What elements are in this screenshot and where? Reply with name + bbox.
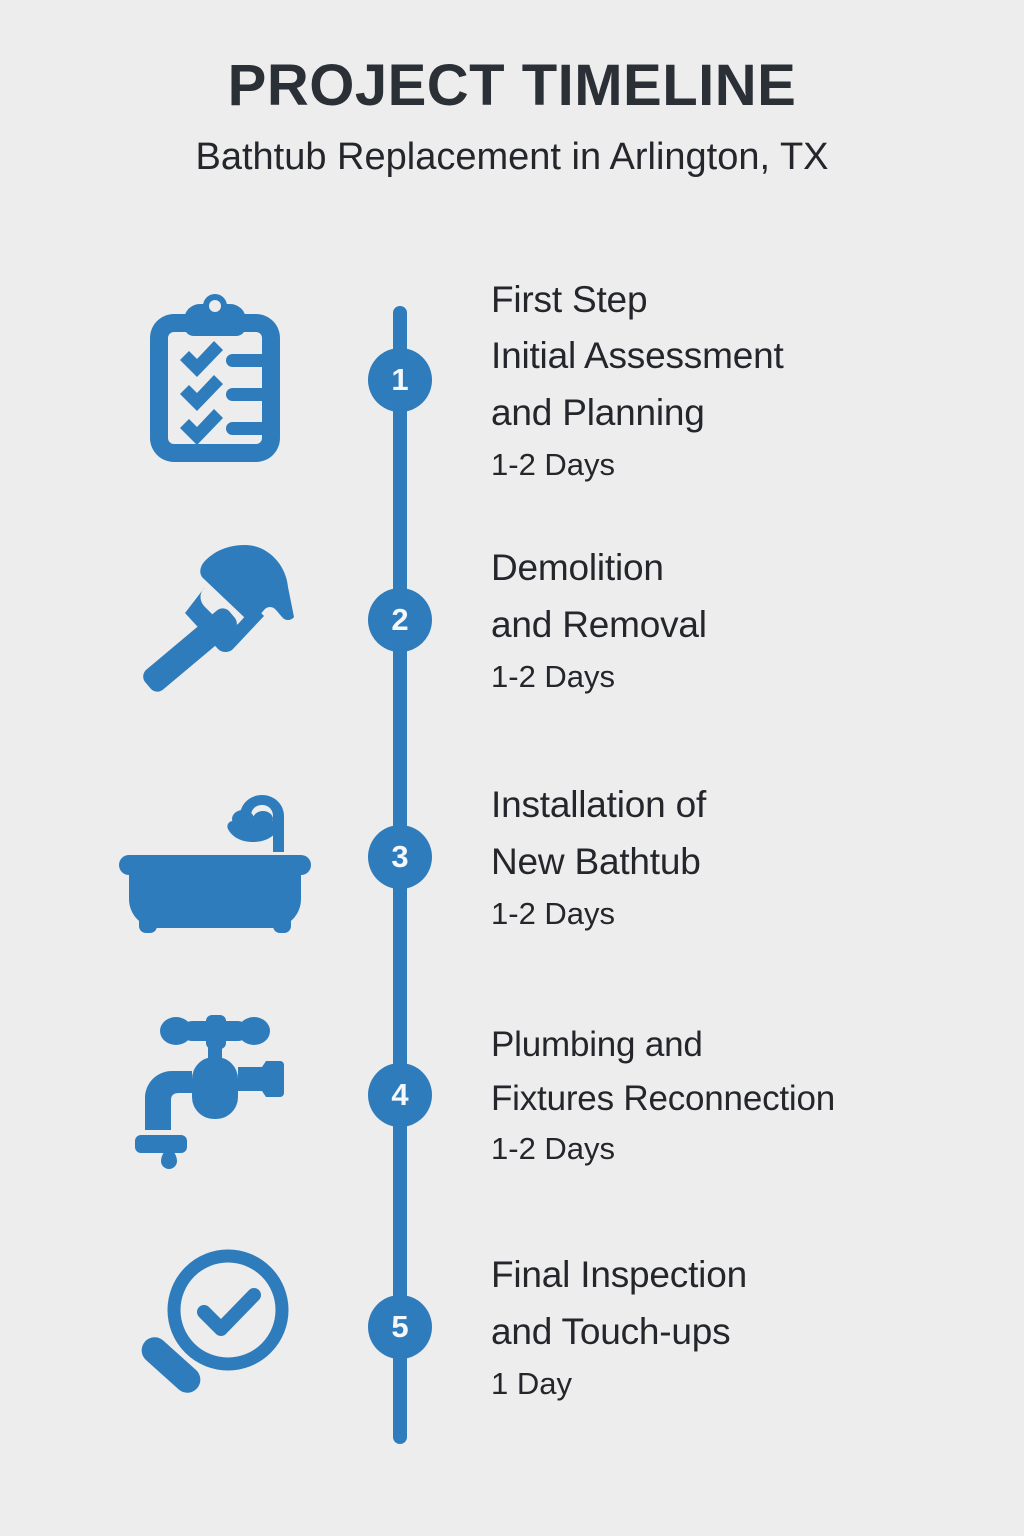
step-text: Demolition and Removal 1-2 Days	[491, 515, 991, 725]
step-title: First Step Initial Assessment and Planni…	[491, 279, 784, 433]
hammer-icon	[100, 515, 330, 725]
step-title: Final Inspection and Touch-ups	[491, 1254, 747, 1352]
clipboard-checklist-icon	[100, 275, 330, 485]
step-duration: 1 Day	[491, 1365, 572, 1401]
step-text: First Step Initial Assessment and Planni…	[491, 275, 991, 485]
step-duration: 1-2 Days	[491, 895, 616, 931]
step-duration: 1-2 Days	[491, 446, 616, 482]
step-number: 5	[391, 1309, 409, 1344]
page-title: PROJECT TIMELINE	[227, 53, 797, 118]
step-marker: 2	[368, 588, 432, 652]
header: PROJECT TIMELINE Bathtub Replacement in …	[0, 0, 1024, 180]
step-title: Installation of New Bathtub	[491, 784, 707, 882]
step-text: Installation of New Bathtub 1-2 Days	[491, 752, 991, 962]
page-subtitle: Bathtub Replacement in Arlington, TX	[195, 135, 829, 178]
bathtub-icon	[100, 752, 330, 962]
step-marker: 5	[368, 1295, 432, 1359]
step-duration: 1-2 Days	[491, 658, 616, 694]
step-number: 4	[391, 1077, 409, 1112]
timeline-step: 5 Final Inspection and Touch-ups 1 Day	[0, 1222, 1024, 1432]
step-marker: 1	[368, 348, 432, 412]
faucet-icon	[100, 990, 330, 1200]
step-number: 2	[391, 602, 409, 637]
timeline-step: 2 Demolition and Removal 1-2 Days	[0, 515, 1024, 725]
magnifier-check-icon	[100, 1222, 330, 1432]
step-number: 3	[391, 839, 409, 874]
step-marker: 4	[368, 1063, 432, 1127]
step-title: Plumbing and Fixtures Reconnection	[491, 1025, 836, 1118]
step-text: Plumbing and Fixtures Reconnection 1-2 D…	[491, 990, 1024, 1200]
step-number: 1	[391, 362, 409, 397]
timeline-step: 4 Plumbing and Fixtures Reconnection 1-2…	[0, 990, 1024, 1200]
timeline-step: 1 First Step Initial Assessment and Plan…	[0, 275, 1024, 485]
timeline-step: 3 Installation of New Bathtub 1-2 Days	[0, 752, 1024, 962]
step-text: Final Inspection and Touch-ups 1 Day	[491, 1222, 991, 1432]
step-marker: 3	[368, 825, 432, 889]
step-duration: 1-2 Days	[491, 1130, 616, 1166]
step-title: Demolition and Removal	[491, 547, 707, 645]
